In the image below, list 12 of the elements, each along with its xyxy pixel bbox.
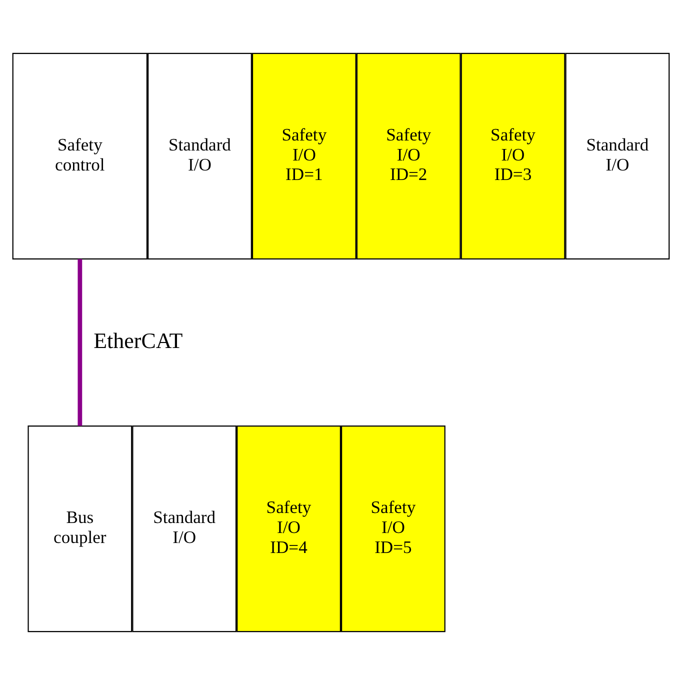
node-box: Safety I/O ID=4	[236, 425, 341, 632]
node-box: Standard I/O	[132, 425, 237, 632]
node-box: Safety I/O ID=5	[341, 425, 446, 632]
connector	[78, 258, 82, 426]
node-box: Safety I/O ID=3	[460, 52, 566, 259]
node-box: Safety I/O ID=2	[356, 52, 461, 259]
node-box: Standard I/O	[148, 52, 252, 259]
node-box: Standard I/O	[565, 52, 670, 259]
edge-label: EtherCAT	[94, 327, 183, 352]
node-box: Safety control	[12, 52, 148, 259]
node-box: Bus coupler	[28, 425, 132, 632]
node-box: Safety I/O ID=1	[252, 52, 356, 259]
